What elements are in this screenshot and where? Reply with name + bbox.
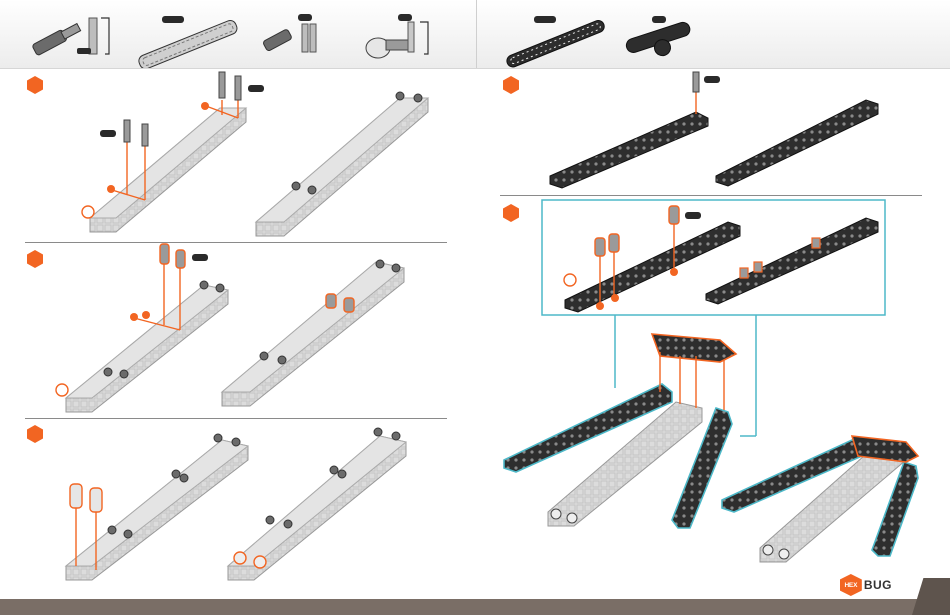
footer-bar	[0, 599, 950, 615]
step1-plate-a	[90, 108, 246, 232]
brand-hex-icon: HEX	[840, 574, 862, 596]
step5-assembly-a	[504, 334, 736, 528]
brand-name: BUG	[864, 578, 892, 592]
step2-plate-a	[66, 285, 228, 412]
step4-beam-b	[716, 100, 878, 186]
step1-plate-b	[256, 98, 428, 236]
step5-assembly-b	[722, 436, 918, 562]
brand-logo: HEX BUG	[840, 575, 892, 595]
step2-plate-b	[222, 262, 404, 406]
callout-circle	[82, 206, 94, 218]
step4-beam-a	[550, 112, 708, 188]
